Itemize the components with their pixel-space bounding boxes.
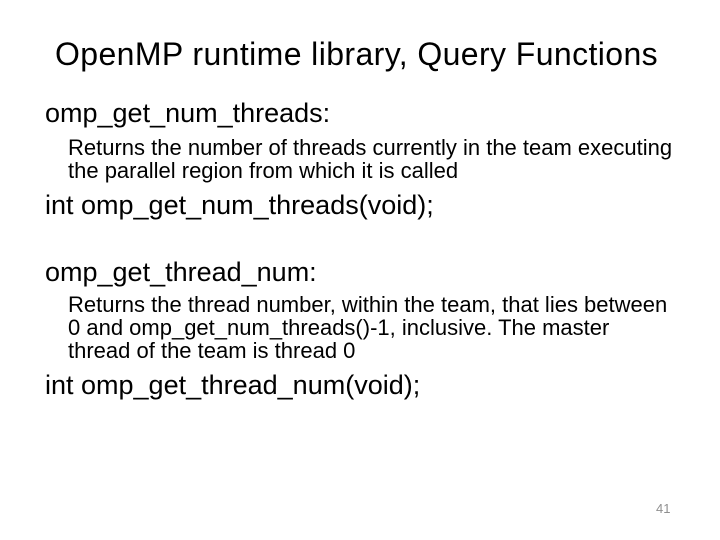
section-description-omp-get-num-threads: Returns the number of threads currently … xyxy=(68,136,672,182)
description-line: thread of the team is thread 0 xyxy=(68,338,356,363)
description-line: 0 and omp_get_num_threads()-1, inclusive… xyxy=(68,315,610,340)
section-heading-omp-get-thread-num: omp_get_thread_num: xyxy=(45,257,317,287)
page-number: 41 xyxy=(656,501,671,516)
description-line: Returns the thread number, within the te… xyxy=(68,292,668,317)
section-heading-omp-get-num-threads: omp_get_num_threads: xyxy=(45,98,331,128)
description-line: Returns the number of threads currently … xyxy=(68,135,673,160)
function-signature-omp-get-thread-num: int omp_get_thread_num(void); xyxy=(45,370,421,400)
section-description-omp-get-thread-num: Returns the thread number, within the te… xyxy=(68,293,667,362)
function-signature-omp-get-num-threads: int omp_get_num_threads(void); xyxy=(45,190,434,220)
slide-title: OpenMP runtime library, Query Functions xyxy=(55,36,659,72)
description-line: the parallel region from which it is cal… xyxy=(68,158,459,183)
